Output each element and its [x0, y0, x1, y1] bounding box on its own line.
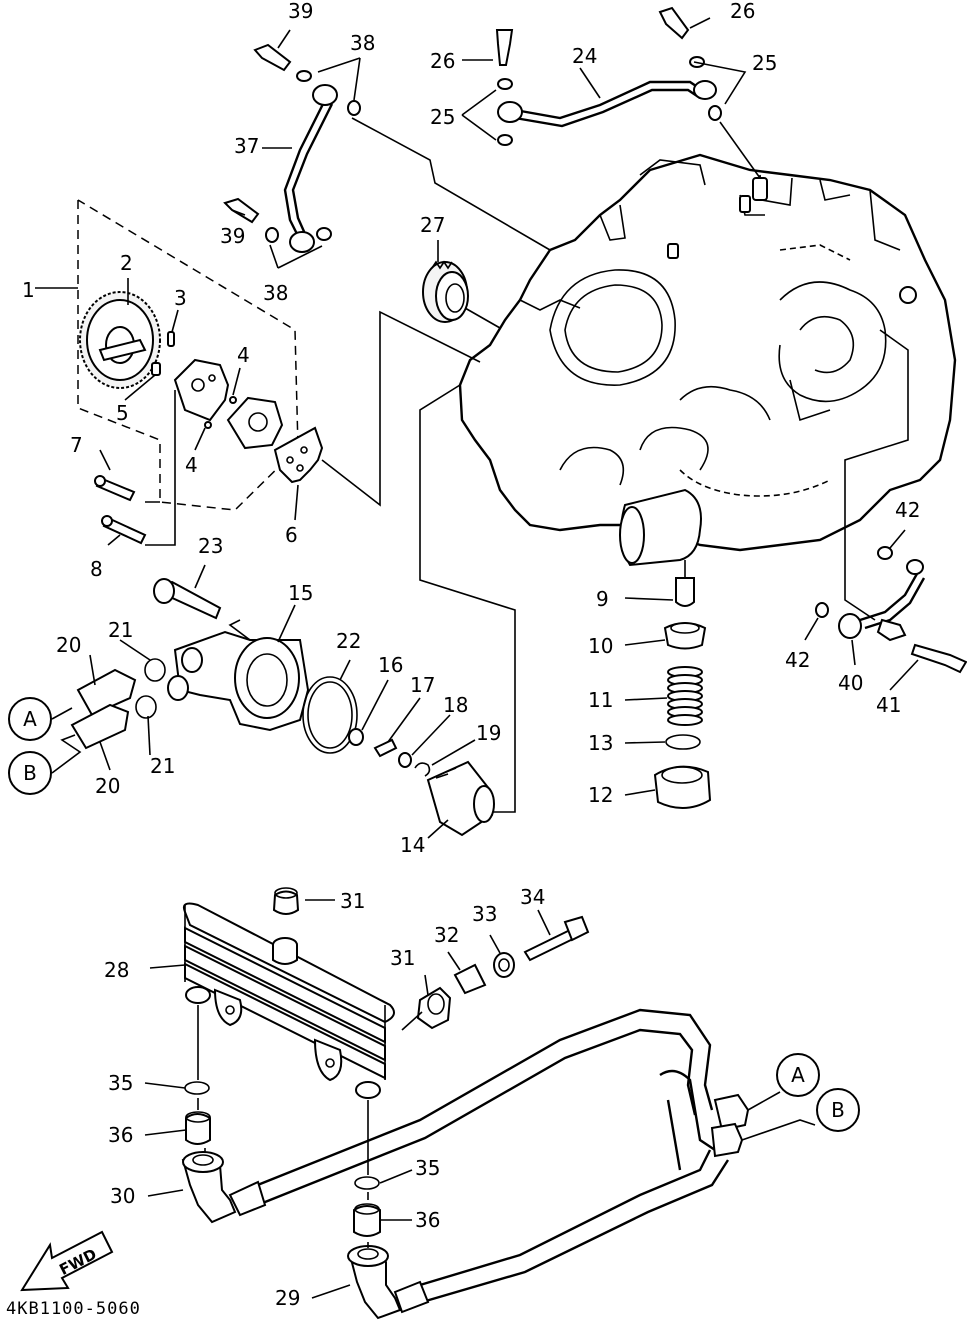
callout-25a: 25 [430, 105, 455, 129]
callout-numbers: 1 2 3 4 5 4 7 8 6 39 38 37 39 38 26 25 2… [22, 0, 920, 1310]
leader-lines-pump [35, 278, 481, 546]
callout-39a: 39 [288, 0, 313, 23]
callout-36b: 36 [415, 1208, 440, 1232]
callout-42b: 42 [785, 648, 810, 672]
callout-39b: 39 [220, 224, 245, 248]
callout-17: 17 [410, 673, 435, 697]
callout-24: 24 [572, 44, 597, 68]
forward-direction-arrow: FWD [20, 1230, 114, 1292]
callout-23: 23 [198, 534, 223, 558]
callout-20a: 20 [56, 633, 81, 657]
callout-27: 27 [420, 213, 445, 237]
callout-5: 5 [116, 401, 129, 425]
callout-16: 16 [378, 653, 403, 677]
cooler-mount-parts [149, 899, 590, 1031]
oil-pump-assembly [77, 199, 324, 545]
callout-31a: 31 [340, 889, 365, 913]
callout-35b: 35 [415, 1156, 440, 1180]
callout-6: 6 [285, 523, 298, 547]
callout-35a: 35 [108, 1071, 133, 1095]
callout-12: 12 [588, 783, 613, 807]
leader-lines-pipes [231, 17, 761, 269]
callout-19: 19 [476, 721, 501, 745]
connector-b-right: B [831, 1098, 845, 1122]
oil-seal-27 [422, 240, 501, 329]
callout-21b: 21 [150, 754, 175, 778]
connector-b-left: B [23, 761, 37, 785]
callout-37: 37 [234, 134, 259, 158]
callout-42a: 42 [895, 498, 920, 522]
drawing-code: 4KB1100-5060 [6, 1299, 141, 1319]
callout-2: 2 [120, 251, 133, 275]
callout-38b: 38 [263, 281, 288, 305]
crankcase [458, 153, 957, 567]
callout-34: 34 [520, 885, 545, 909]
callout-25b: 25 [752, 51, 777, 75]
callout-13: 13 [588, 731, 613, 755]
callout-3: 3 [174, 286, 187, 310]
callout-9: 9 [596, 587, 609, 611]
callout-32: 32 [434, 923, 459, 947]
callout-31b: 31 [390, 946, 415, 970]
connector-a-right: A [791, 1063, 805, 1087]
callout-1: 1 [22, 278, 35, 302]
callout-26b: 26 [730, 0, 755, 23]
callout-4a: 4 [237, 343, 250, 367]
callout-30: 30 [110, 1184, 135, 1208]
oil-filter-housing-group [70, 578, 495, 837]
callout-40: 40 [838, 671, 863, 695]
sender-group [804, 329, 967, 691]
callout-38a: 38 [350, 31, 375, 55]
callout-11: 11 [588, 688, 613, 712]
relief-valve-group [624, 560, 712, 809]
connector-a-left: A [23, 707, 37, 731]
oil-delivery-pipe-24 [495, 6, 722, 146]
callout-33: 33 [472, 902, 497, 926]
callout-41: 41 [876, 693, 901, 717]
callout-14: 14 [400, 833, 425, 857]
oil-delivery-pipe-37 [223, 43, 361, 253]
callout-10: 10 [588, 634, 613, 658]
callout-21a: 21 [108, 618, 133, 642]
leader-lines-filter [89, 384, 516, 839]
callout-4b: 4 [185, 453, 198, 477]
callout-26a: 26 [430, 49, 455, 73]
oil-cooler [182, 887, 395, 1099]
oil-hoses [144, 1005, 816, 1320]
callout-8: 8 [90, 557, 103, 581]
callout-22: 22 [336, 629, 361, 653]
callout-20b: 20 [95, 774, 120, 798]
pump-drive-gear [79, 291, 161, 389]
callout-18: 18 [443, 693, 468, 717]
callout-36a: 36 [108, 1123, 133, 1147]
callout-7: 7 [70, 433, 83, 457]
callout-28: 28 [104, 958, 129, 982]
connector-markers: A B A B [8, 697, 860, 1132]
callout-15: 15 [288, 581, 313, 605]
callout-29: 29 [275, 1286, 300, 1310]
relief-spring [667, 666, 703, 726]
